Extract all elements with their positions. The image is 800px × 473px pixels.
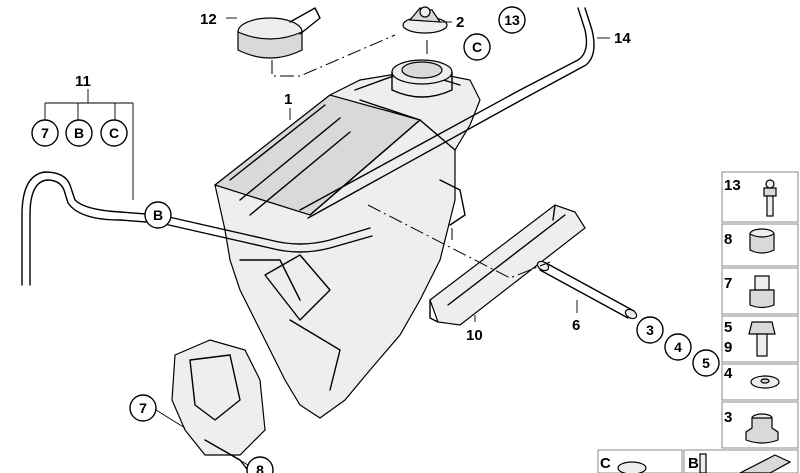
callout-4: 4 (664, 333, 692, 361)
legend-ring-icon (617, 461, 647, 473)
label-6: 6 (572, 317, 580, 334)
filler-neck (391, 59, 453, 98)
callout-b-line: B (144, 201, 172, 229)
legend-num-5: 5 (724, 319, 732, 336)
svg-text:13: 13 (504, 12, 520, 28)
callout-c-group: C (100, 119, 128, 147)
leader-lines (44, 17, 610, 466)
sensor-part-2 (402, 6, 448, 34)
label-11: 11 (75, 73, 91, 90)
parts-legend: 13 8 7 5 9 4 3 (597, 171, 799, 473)
label-10: 10 (466, 327, 483, 344)
svg-text:8: 8 (256, 462, 264, 473)
legend-grommet-icon (749, 228, 775, 254)
bracket-part-10 (429, 204, 586, 326)
legend-valve-icon (763, 179, 777, 217)
svg-text:7: 7 (41, 125, 49, 141)
hose-part-14 (299, 7, 595, 219)
callout-8-bottom: 8 (246, 456, 274, 473)
legend-washer-icon (750, 375, 780, 389)
callout-c-top: C (463, 33, 491, 61)
legend-num-7: 7 (724, 275, 732, 292)
svg-text:C: C (472, 39, 482, 55)
callout-b-group: B (65, 119, 93, 147)
svg-text:B: B (74, 125, 84, 141)
lower-reservoir (171, 339, 266, 473)
legend-letter-b: B (688, 455, 699, 472)
callout-7-bottom: 7 (129, 394, 157, 422)
callout-13-top: 13 (498, 6, 526, 34)
label-2: 2 (456, 14, 464, 31)
legend-num-8: 8 (724, 231, 732, 248)
rod-part-6 (536, 260, 638, 320)
legend-num-13: 13 (724, 177, 741, 194)
legend-buffer-icon (749, 275, 775, 309)
assembly-lines (271, 34, 551, 279)
svg-text:3: 3 (646, 322, 654, 338)
svg-text:C: C (109, 125, 119, 141)
label-12: 12 (200, 11, 217, 28)
legend-num-3: 3 (724, 409, 732, 426)
legend-num-4: 4 (724, 365, 733, 382)
label-1: 1 (284, 91, 292, 108)
callout-5: 5 (692, 349, 720, 377)
legend-bush-icon (745, 413, 779, 444)
hose-b (21, 171, 373, 286)
cap-part-12 (237, 7, 321, 59)
svg-text:B: B (153, 207, 163, 223)
legend-num-9: 9 (724, 339, 732, 356)
legend-clip-icon (699, 453, 792, 473)
svg-text:7: 7 (139, 400, 147, 416)
legend-bolt-icon (748, 321, 776, 357)
svg-text:5: 5 (702, 355, 710, 371)
callout-3: 3 (636, 316, 664, 344)
label-14: 14 (614, 30, 631, 47)
svg-text:4: 4 (674, 339, 682, 355)
callout-7-group: 7 (31, 119, 59, 147)
legend-letter-c: C (600, 455, 611, 472)
